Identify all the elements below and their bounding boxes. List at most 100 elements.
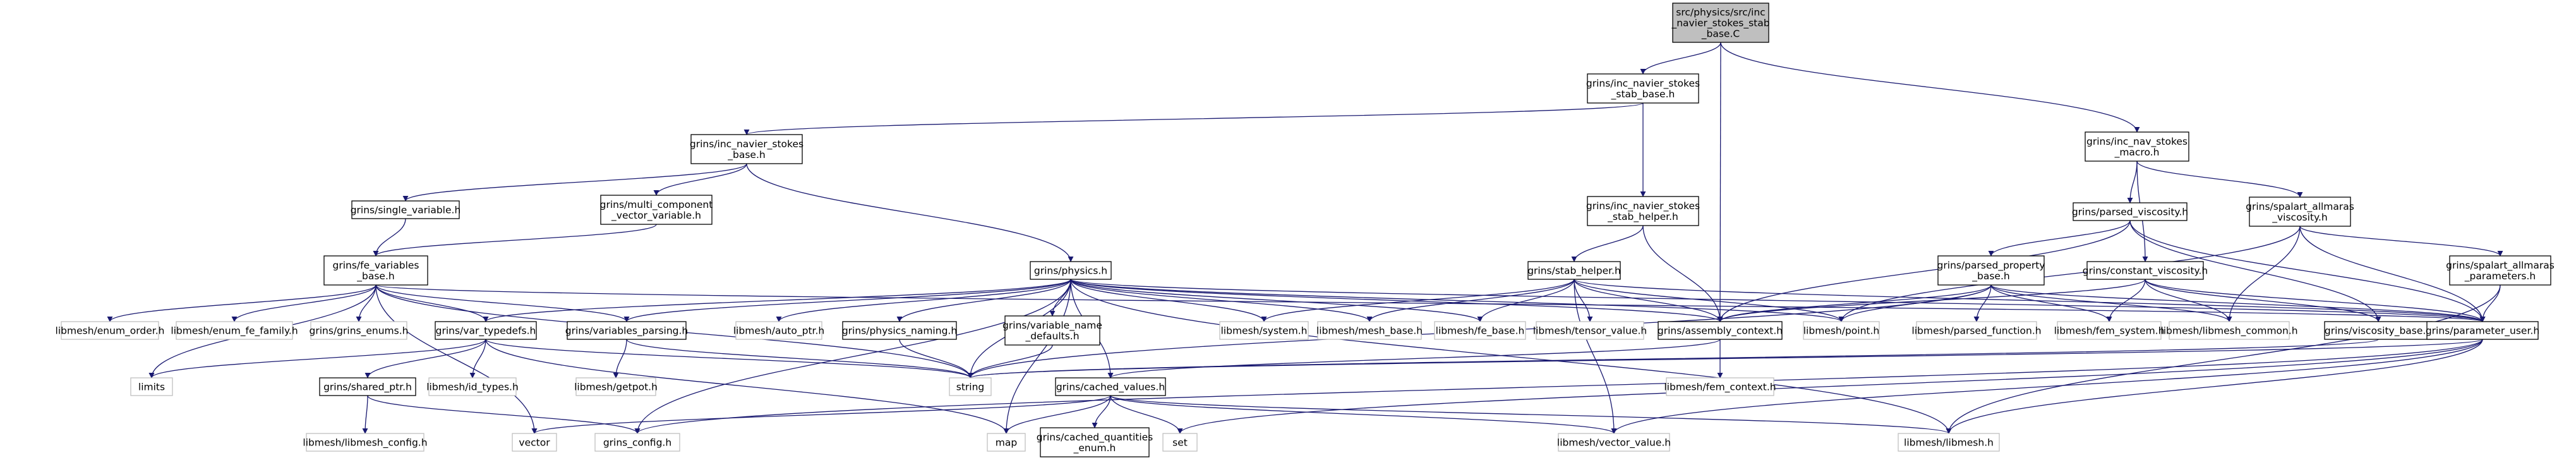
node-label: libmesh/fem_system.h: [2054, 325, 2165, 337]
edge-cached-values-h-to-vector: [531, 395, 1111, 434]
edge-var-typedefs-h-to-id-types-h: [469, 339, 486, 378]
edge-physics-h-to-parameter-user-h: [1070, 279, 2485, 322]
edge-root-to-inc-nav-stokes-macro-h: [1720, 42, 2140, 133]
node-label: grins/single_variable.h: [351, 205, 461, 217]
edge-parameter-user-h-to-string: [968, 339, 2483, 378]
edge-var-typedefs-h-to-map: [485, 339, 1009, 434]
edge-constant-viscosity-h-to-viscosity-base-h: [2145, 279, 2381, 322]
nodes-layer: src/physics/src/inc_navier_stokes_stab_b…: [56, 3, 2555, 457]
edge-inc-nav-stokes-macro-h-to-parsed-viscosity-h: [2127, 160, 2138, 203]
node-label: grins/physics_naming.h: [842, 325, 957, 337]
node-box: [690, 134, 803, 164]
node-spalart-allmaras-parameters-h[interactable]: grins/spalart_allmaras_parameters.h: [2446, 255, 2555, 286]
node-parameter-user-h[interactable]: grins/parameter_user.h: [2426, 321, 2539, 340]
node-box: [2086, 261, 2204, 280]
edge-cached-values-h-to-cached-quantities-enum-h: [1092, 395, 1111, 428]
edge-spalart-allmaras-viscosity-h-to-parameter-user-h: [2299, 226, 2486, 322]
node-label: _navier_stokes_stab: [1671, 18, 1769, 30]
node-multi-component-vector-variable-h[interactable]: grins/multi_component_vector_variable.h: [600, 195, 713, 225]
node-label: grins/physics.h: [1034, 265, 1107, 277]
node-box: [575, 377, 656, 396]
node-label: string: [956, 382, 985, 393]
node-box: [949, 377, 992, 396]
node-label: grins/variables_parsing.h: [565, 325, 689, 337]
edge-parsed-property-base-h-to-parsed-function-h: [1973, 284, 1992, 322]
edge-var-typedefs-h-to-string: [485, 339, 973, 378]
edge-stab-helper-h-to-parameter-user-h: [1574, 279, 2486, 322]
node-box: [61, 321, 159, 340]
node-root[interactable]: src/physics/src/inc_navier_stokes_stab_b…: [1671, 3, 1770, 43]
node-shared-ptr-h[interactable]: grins/shared_ptr.h: [319, 377, 416, 396]
node-physics-naming-h[interactable]: grins/physics_naming.h: [842, 321, 957, 340]
node-variable-name-defaults-h[interactable]: grins/variable_name_defaults.h: [1002, 315, 1102, 346]
node-parsed-viscosity-h[interactable]: grins/parsed_viscosity.h: [2072, 202, 2188, 221]
node-fe-base-h: libmesh/fe_base.h: [1434, 321, 1526, 340]
node-box: [594, 433, 680, 452]
edge-root-to-assembly-context-h: [1717, 42, 1723, 322]
edge-cached-values-h-to-set: [1110, 395, 1183, 434]
node-label: libmesh/tensor_value.h: [1533, 325, 1647, 337]
node-box: [1162, 433, 1198, 452]
node-inc-navier-stokes-base-h[interactable]: grins/inc_navier_stokes_base.h: [690, 134, 803, 164]
edge-fe-variables-base-h-to-enum-order-h: [107, 284, 376, 322]
edge-inc-navier-stokes-stab-helper-h-to-assembly-context-h: [1642, 225, 1723, 322]
node-vector: vector: [512, 433, 557, 452]
node-inc-nav-stokes-macro-h[interactable]: grins/inc_nav_stokes_macro.h: [2085, 131, 2189, 162]
node-label: libmesh/libmesh_config.h: [303, 437, 427, 449]
node-map: map: [987, 433, 1026, 452]
node-label: grins/variable_name: [1002, 320, 1102, 332]
node-viscosity-base-h[interactable]: grins/viscosity_base.h: [2324, 321, 2433, 340]
edge-fe-variables-base-h-to-grins-enums-h: [356, 284, 376, 322]
node-box: [987, 433, 1026, 452]
node-mesh-base-h: libmesh/mesh_base.h: [1316, 321, 1423, 340]
node-point-h: libmesh/point.h: [1803, 321, 1880, 340]
node-label: map: [996, 437, 1017, 449]
node-label: grins/inc_navier_stokes: [1586, 200, 1700, 212]
edge-parsed-viscosity-h-to-viscosity-base-h: [2129, 220, 2381, 322]
node-string: string: [949, 377, 992, 396]
node-label: _base.h: [1971, 270, 2009, 282]
node-label: grins/multi_component: [600, 199, 713, 211]
node-spalart-allmaras-viscosity-h[interactable]: grins/spalart_allmaras_viscosity.h: [2246, 197, 2354, 227]
node-fe-variables-base-h[interactable]: grins/fe_variables_base.h: [323, 255, 428, 286]
edge-variables-parsing-h-to-getpot-h: [613, 339, 627, 378]
node-label: set: [1172, 437, 1188, 449]
edge-spalart-allmaras-viscosity-h-to-libmesh-common-h: [2226, 226, 2301, 322]
node-box: [2057, 321, 2162, 340]
edge-inc-navier-stokes-stab-base-h-to-inc-navier-stokes-base-h: [744, 102, 1644, 135]
node-parsed-function-h: libmesh/parsed_function.h: [1911, 321, 2042, 340]
node-cached-values-h[interactable]: grins/cached_values.h: [1055, 377, 1166, 396]
node-label: grins/assembly_context.h: [1658, 325, 1783, 337]
node-var-typedefs-h[interactable]: grins/var_typedefs.h: [435, 321, 537, 340]
node-label: grins/constant_viscosity.h: [2083, 265, 2208, 277]
node-fem-system-h: libmesh/fem_system.h: [2054, 321, 2165, 340]
node-box: [1004, 315, 1100, 346]
node-assembly-context-h[interactable]: grins/assembly_context.h: [1658, 321, 1783, 340]
edge-inc-nav-stokes-macro-h-to-spalart-allmaras-viscosity-h: [2136, 160, 2303, 198]
node-box: [351, 200, 460, 219]
edges-layer: [107, 42, 2503, 434]
node-cached-quantities-enum-h[interactable]: grins/cached_quantities_enum.h: [1037, 427, 1153, 457]
node-label: libmesh/fem_context.h: [1664, 382, 1776, 394]
node-label: grins/viscosity_base.h: [2325, 325, 2432, 337]
node-label: libmesh/enum_order.h: [56, 325, 165, 337]
node-parsed-property-base-h[interactable]: grins/parsed_property_base.h: [1937, 255, 2045, 286]
node-label: _stab_helper.h: [1607, 211, 1678, 223]
node-label: grins/inc_nav_stokes: [2086, 136, 2188, 148]
node-inc-navier-stokes-stab-helper-h[interactable]: grins/inc_navier_stokes_stab_helper.h: [1586, 196, 1700, 226]
node-constant-viscosity-h[interactable]: grins/constant_viscosity.h: [2083, 261, 2208, 280]
node-box: [1055, 377, 1166, 396]
node-single-variable-h[interactable]: grins/single_variable.h: [351, 200, 461, 219]
edge-fe-variables-base-h-to-vector: [375, 284, 538, 434]
node-grins-enums-h: grins/grins_enums.h: [310, 321, 408, 340]
node-inc-navier-stokes-stab-base-h[interactable]: grins/inc_navier_stokes_stab_base.h: [1586, 73, 1700, 104]
node-variables-parsing-h[interactable]: grins/variables_parsing.h: [565, 321, 689, 340]
node-label: _base.h: [356, 270, 394, 282]
node-box: [1558, 433, 1670, 452]
node-label: grins/parsed_property: [1937, 260, 2045, 272]
node-stab-helper-h[interactable]: grins/stab_helper.h: [1527, 261, 1621, 280]
edge-physics-h-to-fe-base-h: [1070, 279, 1483, 322]
node-grins-config-h: grins_config.h: [594, 433, 680, 452]
node-physics-h[interactable]: grins/physics.h: [1030, 261, 1112, 280]
